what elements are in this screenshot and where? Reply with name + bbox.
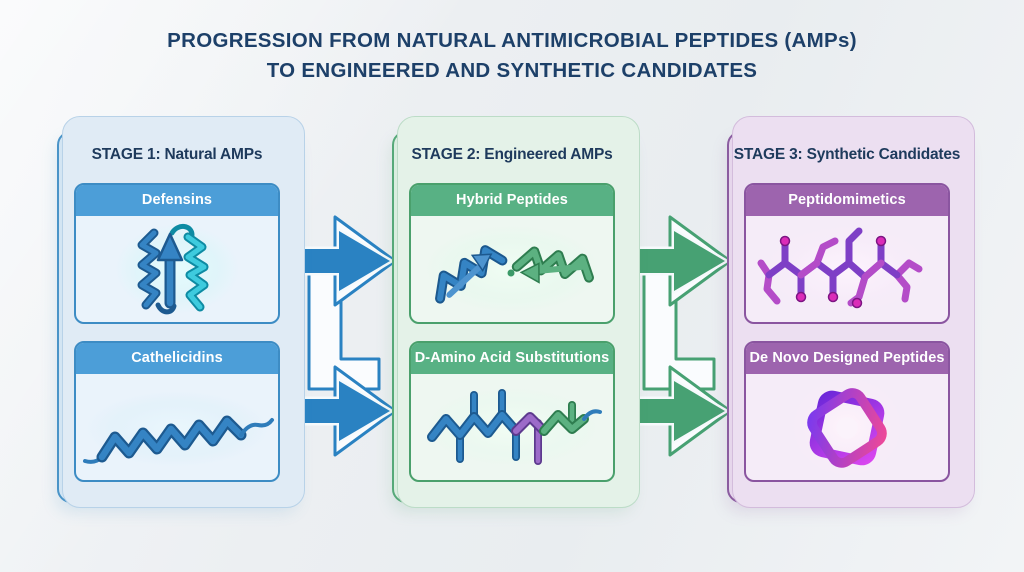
card-hybrid-peptides: Hybrid Peptides — [409, 183, 615, 324]
card-defensins: Defensins — [74, 183, 280, 324]
de-novo-knot-icon — [791, 376, 903, 478]
card-d-amino-substitutions-title: D-Amino Acid Substitutions — [411, 343, 613, 374]
card-peptidomimetics-title: Peptidomimetics — [746, 185, 948, 216]
stage2-label: STAGE 2: Engineered AMPs — [411, 146, 613, 163]
defensins-protein-icon — [115, 224, 239, 315]
page-title-line2: TO ENGINEERED AND SYNTHETIC CANDIDATES — [266, 58, 758, 82]
card-de-novo-peptides: De Novo Designed Peptides — [744, 341, 950, 482]
page-title: PROGRESSION FROM NATURAL ANTIMICROBIAL P… — [0, 26, 1024, 85]
card-d-amino-substitutions: D-Amino Acid Substitutions — [409, 341, 615, 482]
hybrid-peptides-icon — [424, 225, 600, 313]
stage2-panel: STAGE 2: Engineered AMPs Hybrid Peptides — [392, 116, 640, 508]
d-amino-substituted-helix-icon — [424, 387, 602, 467]
card-peptidomimetics: Peptidomimetics — [744, 183, 950, 324]
flow-arrows-stage1-to-stage2 — [283, 215, 397, 457]
card-cathelicidins-title: Cathelicidins — [76, 343, 278, 374]
stage3-label: STAGE 3: Synthetic Candidates — [733, 146, 961, 163]
card-de-novo-peptides-title: De Novo Designed Peptides — [746, 343, 948, 374]
stage1-panel: STAGE 1: Natural AMPs Defensins — [57, 116, 305, 508]
cathelicidins-helix-icon — [83, 391, 274, 467]
card-defensins-title: Defensins — [76, 185, 278, 216]
peptidomimetic-molecule-icon — [757, 225, 931, 313]
card-hybrid-peptides-title: Hybrid Peptides — [411, 185, 613, 216]
page-title-line1: PROGRESSION FROM NATURAL ANTIMICROBIAL P… — [167, 29, 857, 52]
stage1-label: STAGE 1: Natural AMPs — [91, 146, 263, 163]
card-cathelicidins: Cathelicidins — [74, 341, 280, 482]
flow-arrows-stage2-to-stage3 — [618, 215, 732, 457]
stage3-panel: STAGE 3: Synthetic Candidates Peptidomim… — [727, 116, 975, 508]
